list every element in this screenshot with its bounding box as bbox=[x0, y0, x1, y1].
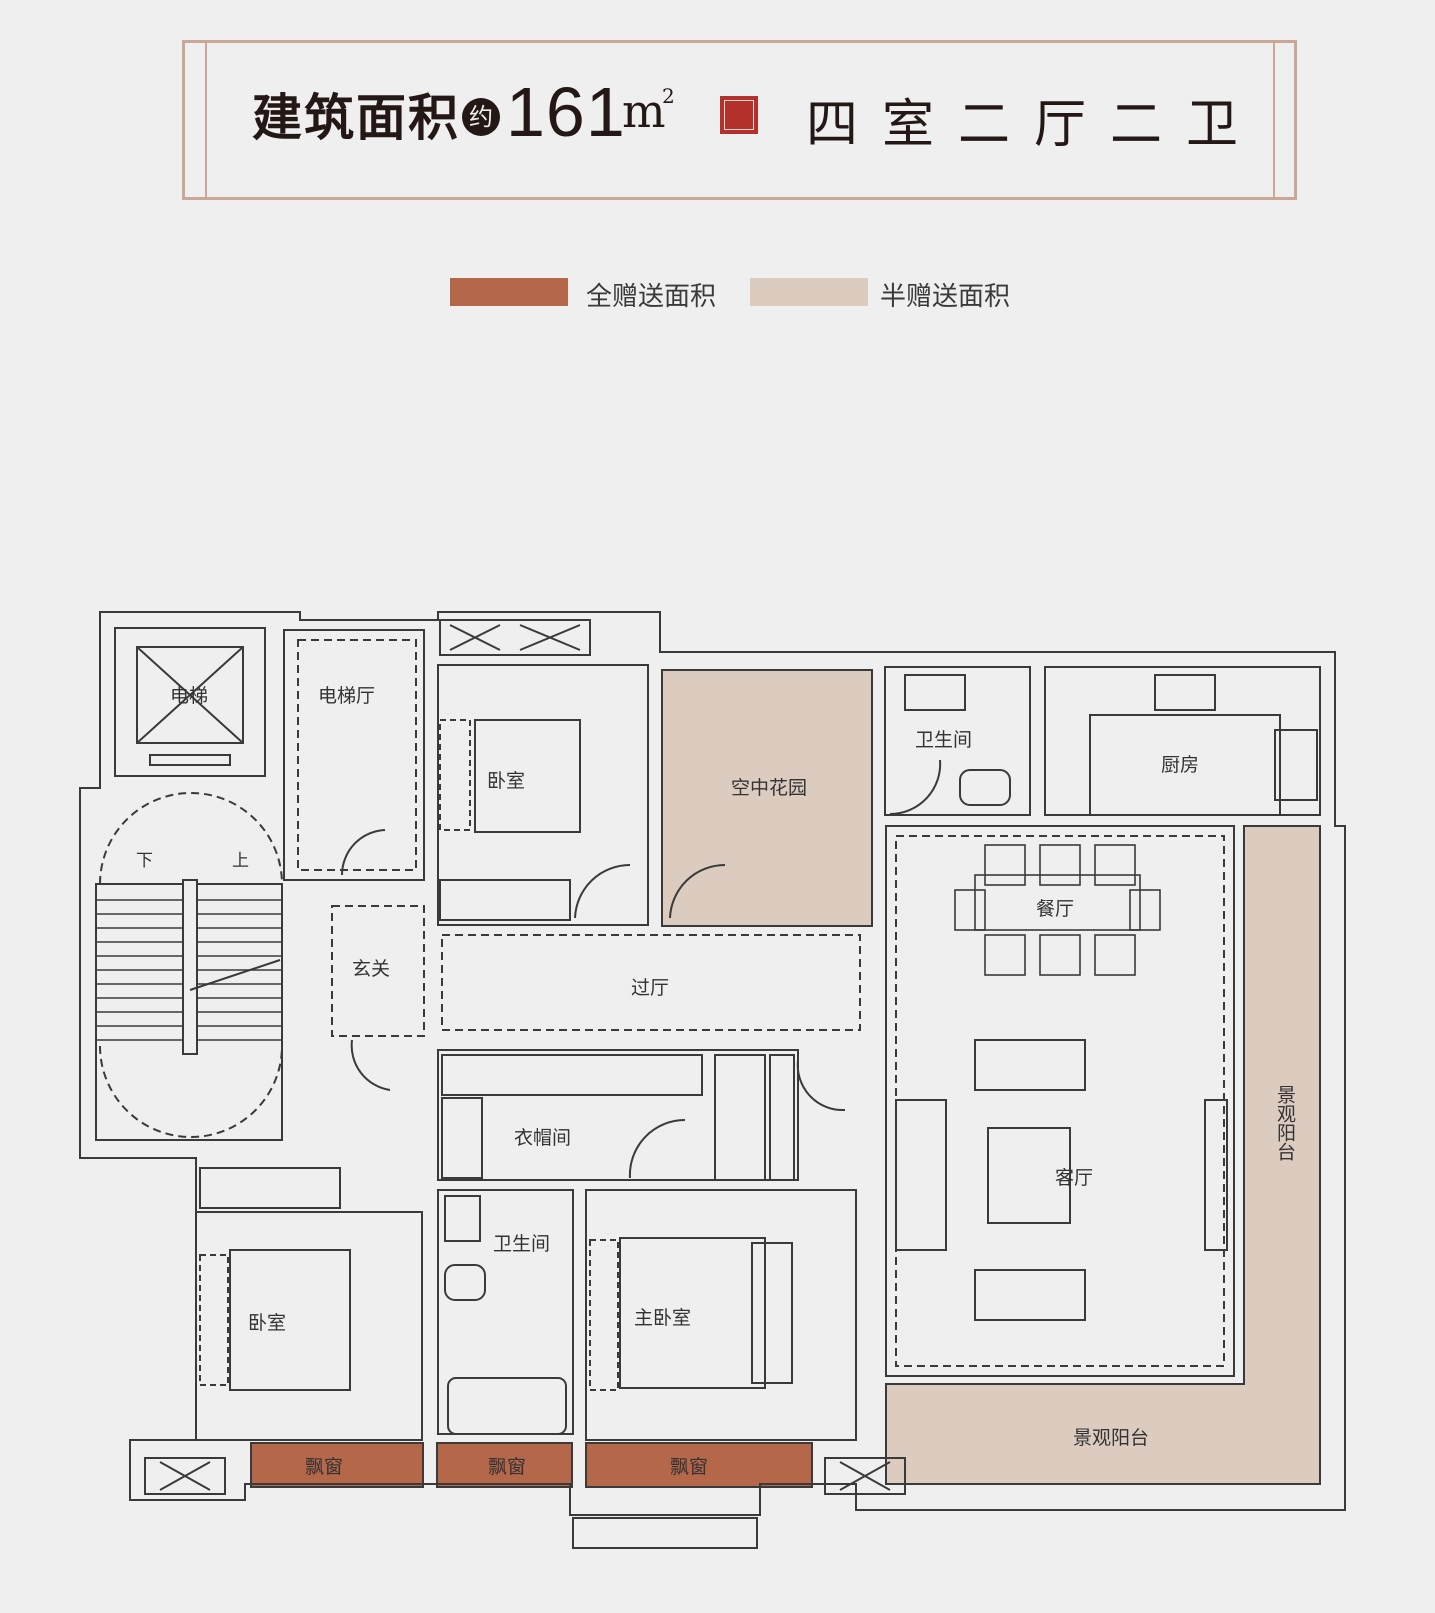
room-label-kitchen: 厨房 bbox=[1161, 754, 1199, 776]
room-label-elevator: 电梯 bbox=[170, 685, 208, 707]
room-label-bay-3: 飘窗 bbox=[670, 1456, 708, 1478]
area-value: 161 bbox=[506, 73, 626, 151]
stairs-up-label: 上 bbox=[232, 851, 249, 871]
bedroom-top-wall bbox=[437, 664, 649, 926]
header-frame bbox=[182, 40, 1297, 200]
room-label-bedroom-left: 卧室 bbox=[248, 1312, 286, 1334]
bay-window-2 bbox=[436, 1442, 573, 1488]
area-label: 建筑面积 bbox=[252, 88, 460, 147]
closet-wall bbox=[437, 1049, 799, 1181]
living-wall bbox=[885, 825, 1235, 1377]
bay-window-3 bbox=[585, 1442, 813, 1488]
stairs-down-label: 下 bbox=[136, 851, 153, 871]
room-label-balcony-bottom: 景观阳台 bbox=[1073, 1427, 1149, 1449]
room-label-sky-garden: 空中花园 bbox=[731, 777, 807, 799]
seal-logo bbox=[720, 96, 758, 134]
room-label-bath-bottom: 卫生间 bbox=[493, 1233, 550, 1255]
room-label-dining: 餐厅 bbox=[1036, 898, 1074, 920]
approx-badge: 约 bbox=[462, 98, 500, 136]
bedroom-left-wall bbox=[195, 1211, 423, 1441]
room-label-living: 客厅 bbox=[1055, 1167, 1093, 1189]
kitchen-wall bbox=[1044, 666, 1321, 816]
room-label-master-bedroom: 主卧室 bbox=[634, 1307, 691, 1329]
room-label-balcony-side: 景观阳台 bbox=[1274, 1085, 1296, 1161]
area-unit: m bbox=[622, 84, 666, 138]
legend-label-half: 半赠送面积 bbox=[880, 282, 1011, 312]
room-label-foyer: 玄关 bbox=[352, 958, 390, 980]
room-label-bedroom-top: 卧室 bbox=[487, 770, 525, 792]
bay-window-1 bbox=[250, 1442, 424, 1488]
bath-bottom-wall bbox=[437, 1189, 574, 1435]
room-label-bath-top: 卫生间 bbox=[915, 729, 972, 751]
layout-title: 四室二厅二卫 bbox=[806, 95, 1263, 155]
elevator-shaft bbox=[114, 627, 266, 777]
master-bedroom-wall bbox=[585, 1189, 857, 1441]
header-frame-inner bbox=[205, 43, 1275, 197]
room-label-hallway: 过厅 bbox=[631, 977, 669, 999]
bath-top-wall bbox=[884, 666, 1031, 816]
legend-label-full: 全赠送面积 bbox=[586, 282, 717, 312]
room-label-elevator-hall: 电梯厅 bbox=[318, 685, 375, 707]
room-label-closet: 衣帽间 bbox=[514, 1127, 571, 1149]
foyer-wall bbox=[331, 905, 425, 1037]
elevator-hall-wall bbox=[283, 629, 425, 881]
area-exponent: 2 bbox=[662, 84, 675, 108]
room-label-bay-1: 飘窗 bbox=[305, 1456, 343, 1478]
room-label-bay-2: 飘窗 bbox=[488, 1456, 526, 1478]
hallway-wall bbox=[441, 934, 861, 1031]
legend-swatch-half bbox=[750, 278, 868, 306]
legend-swatch-full bbox=[450, 278, 568, 306]
sky-garden-area bbox=[661, 669, 873, 927]
balcony-area bbox=[885, 825, 1321, 1485]
